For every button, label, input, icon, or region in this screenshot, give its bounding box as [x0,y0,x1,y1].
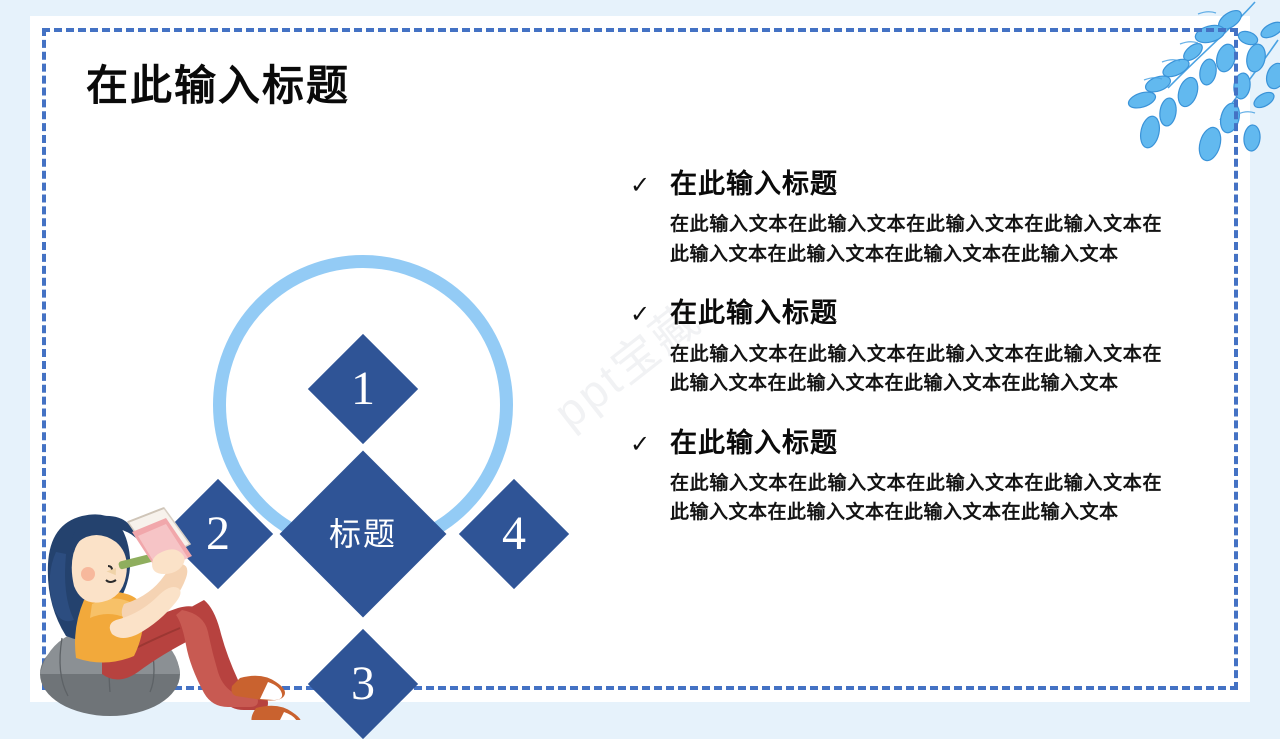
bullet-heading-row: ✓ 在此输入标题 [630,427,1170,459]
check-icon: ✓ [630,173,651,199]
bullet-title: 在此输入标题 [670,169,838,199]
diagram-node-3[interactable]: 3 [307,628,419,739]
page-title: 在此输入标题 [86,64,351,110]
bullet-body: 在此输入文本在此输入文本在此输入文本在此输入文本在此输入文本在此输入文本在此输入… [670,472,1162,524]
diagram-node-3-label: 3 [351,657,375,710]
check-icon: ✓ [630,302,651,329]
diamond-cycle-diagram: 1 2 3 4 标题 [162,155,573,739]
check-icon: ✓ [630,431,651,458]
diagram-node-1-label: 1 [351,362,375,415]
content-column: ✓ 在此输入标题 在此输入文本在此输入文本在此输入文本在此输入文本在此输入文本在… [630,168,1170,528]
bullet-title: 在此输入标题 [670,298,838,329]
bullet-block: ✓ 在此输入标题 在此输入文本在此输入文本在此输入文本在此输入文本在此输入文本在… [630,297,1170,398]
bullet-body: 在此输入文本在此输入文本在此输入文本在此输入文本在此输入文本在此输入文本在此输入… [670,343,1162,395]
bullet-body: 在此输入文本在此输入文本在此输入文本在此输入文本在此输入文本在此输入文本在此输入… [670,214,1162,265]
bullet-heading-row: ✓ 在此输入标题 [630,168,1170,200]
bullet-block: ✓ 在此输入标题 在此输入文本在此输入文本在此输入文本在此输入文本在此输入文本在… [630,427,1170,528]
diagram-node-2-label: 2 [206,507,230,560]
diagram-node-4-label: 4 [502,507,526,560]
bullet-title: 在此输入标题 [670,427,838,458]
slide-canvas: ppt宝藏 在此输入标题 1 2 3 4 标题 ✓ 在此输入标题 在此输入文本在… [30,1,1280,739]
bullet-block: ✓ 在此输入标题 在此输入文本在此输入文本在此输入文本在此输入文本在此输入文本在… [630,168,1170,269]
bullet-heading-row: ✓ 在此输入标题 [630,297,1170,329]
diagram-center-label: 标题 [328,515,398,552]
